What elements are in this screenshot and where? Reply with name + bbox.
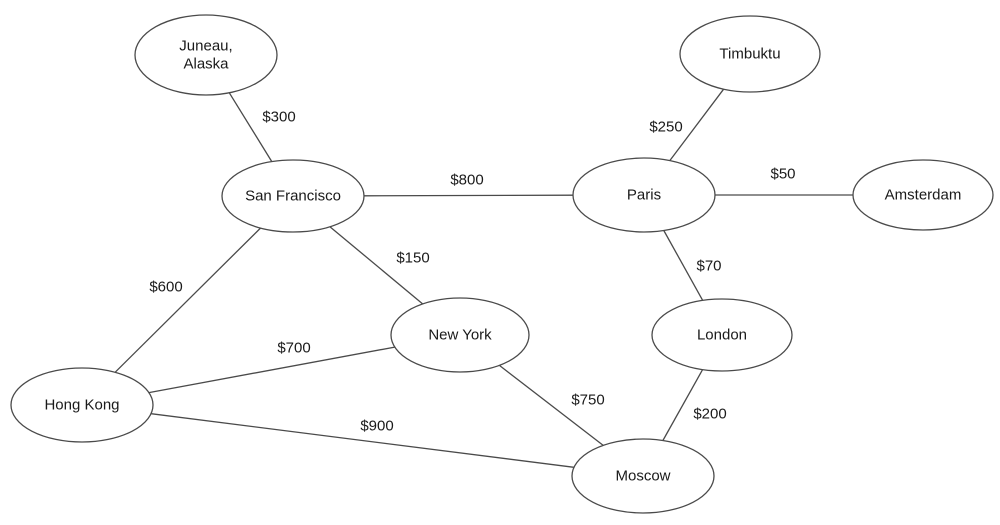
node-ellipse-san-francisco [221, 159, 365, 233]
node-paris: Paris [572, 157, 716, 233]
edge-price-label-san-francisco-hong-kong: $600 [149, 279, 182, 296]
node-label-moscow: Moscow [615, 468, 670, 485]
edge-price-label-paris-amsterdam: $50 [770, 166, 795, 183]
edge-san-francisco-new-york [329, 226, 424, 305]
node-hong-kong: Hong Kong [10, 367, 154, 443]
edge-new-york-moscow [499, 364, 604, 446]
edge-juneau-alaska-san-francisco [228, 92, 273, 162]
node-ellipse-paris [572, 157, 716, 233]
node-label-new-york: New York [428, 327, 492, 344]
edge-price-label-hong-kong-moscow: $900 [360, 418, 393, 435]
node-label-hong-kong: Hong Kong [44, 397, 119, 414]
edges-layer [114, 88, 853, 468]
node-label-london: London [697, 327, 747, 344]
node-ellipse-moscow [571, 438, 715, 514]
node-label-san-francisco: San Francisco [245, 188, 341, 205]
edge-price-label-san-francisco-paris: $800 [450, 172, 483, 189]
edge-san-francisco-hong-kong [114, 227, 262, 373]
node-ellipse-london [651, 298, 793, 372]
node-london: London [651, 298, 793, 372]
node-amsterdam: Amsterdam [852, 159, 994, 231]
node-label-paris: Paris [627, 187, 661, 204]
node-ellipse-hong-kong [10, 367, 154, 443]
node-juneau-alaska: Juneau,Alaska [134, 14, 278, 96]
edge-price-label-paris-timbuktu: $250 [649, 119, 682, 136]
edge-price-label-london-moscow: $200 [693, 406, 726, 423]
node-ellipse-juneau-alaska [134, 14, 278, 96]
node-label-juneau-alaska: Juneau,Alaska [179, 38, 232, 73]
node-label-amsterdam: Amsterdam [885, 187, 962, 204]
node-ellipse-new-york [390, 297, 530, 373]
edge-paris-timbuktu [669, 88, 725, 161]
node-new-york: New York [390, 297, 530, 373]
edge-price-label-new-york-moscow: $750 [571, 392, 604, 409]
edge-new-york-hong-kong [148, 346, 395, 394]
node-label-timbuktu: Timbuktu [719, 46, 780, 63]
edge-san-francisco-paris [363, 194, 574, 197]
node-san-francisco: San Francisco [221, 159, 365, 233]
node-timbuktu: Timbuktu [679, 15, 821, 93]
edge-price-label-paris-london: $70 [696, 258, 721, 275]
edge-hong-kong-moscow [150, 413, 575, 468]
edge-price-label-juneau-alaska-san-francisco: $300 [262, 109, 295, 126]
edge-london-moscow [662, 369, 704, 441]
edge-labels-layer: $300 $800 $150 $600 $250 $50 $70 $700 $750 $900 $2… [149, 109, 795, 435]
node-moscow: Moscow [571, 438, 715, 514]
edge-price-label-new-york-hong-kong: $700 [277, 340, 310, 357]
edge-paris-london [663, 230, 704, 301]
node-ellipse-timbuktu [679, 15, 821, 93]
edge-price-label-san-francisco-new-york: $150 [396, 250, 429, 267]
node-ellipse-amsterdam [852, 159, 994, 231]
